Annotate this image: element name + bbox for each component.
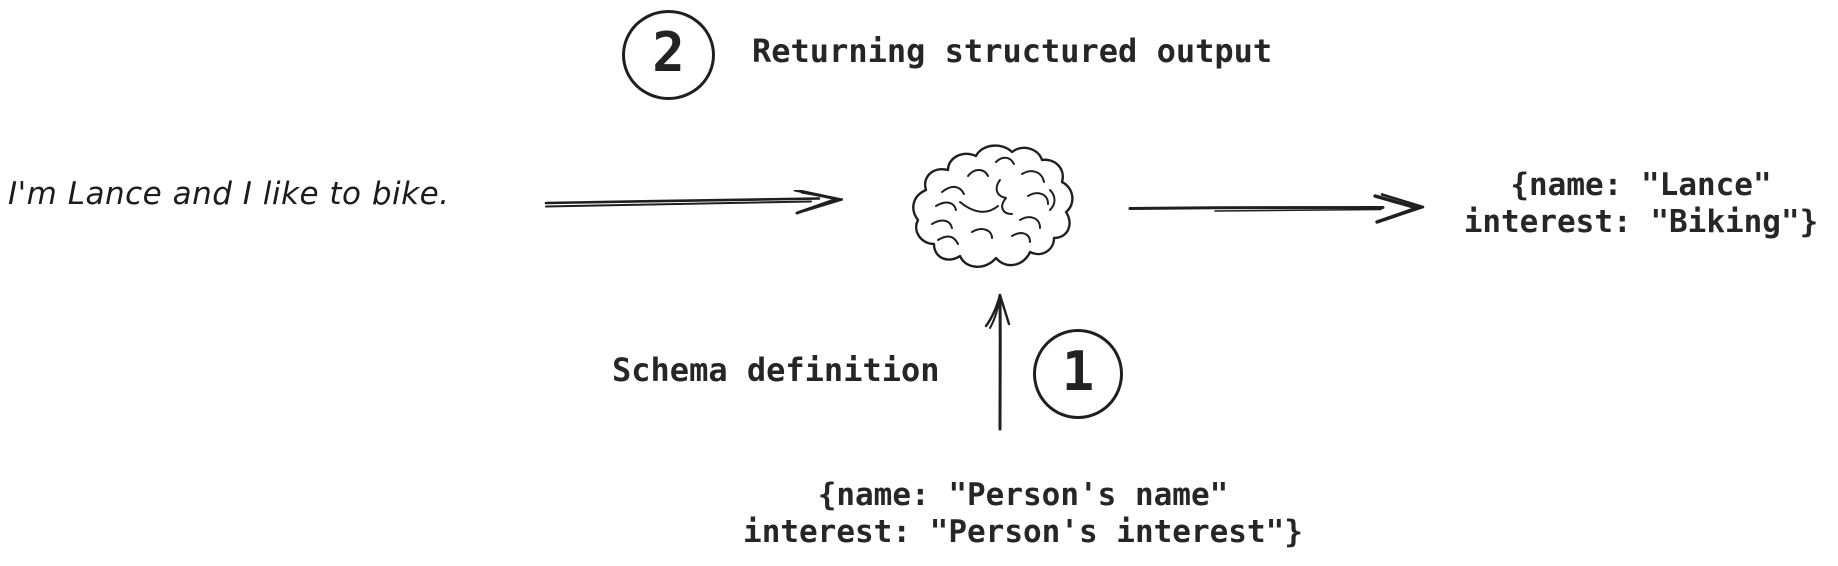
input-sentence: I'm Lance and I like to bike. <box>8 176 450 212</box>
schema-json-line2: interest: "Person's interest"} <box>743 514 1303 550</box>
output-json-line1: {name: "Lance" <box>1510 167 1772 203</box>
output-json: {name: "Lance" interest: "Biking"} <box>1445 167 1837 241</box>
step-1-number: 1 <box>1061 340 1095 403</box>
brain-icon <box>912 144 1074 268</box>
step-2-label: Returning structured output <box>752 32 1273 70</box>
arrow-right-input-icon <box>544 190 843 215</box>
step-1-label: Schema definition <box>612 351 940 389</box>
schema-json: {name: "Person's name" interest: "Person… <box>698 477 1348 551</box>
step-1-badge: 1 <box>1033 329 1123 419</box>
arrow-right-output-icon <box>1128 193 1425 224</box>
schema-json-line1: {name: "Person's name" <box>817 477 1229 513</box>
step-2-badge: 2 <box>622 10 715 100</box>
output-json-line2: interest: "Biking"} <box>1463 204 1819 240</box>
step-2-number: 2 <box>652 21 685 84</box>
arrow-up-schema-icon <box>984 293 1011 431</box>
